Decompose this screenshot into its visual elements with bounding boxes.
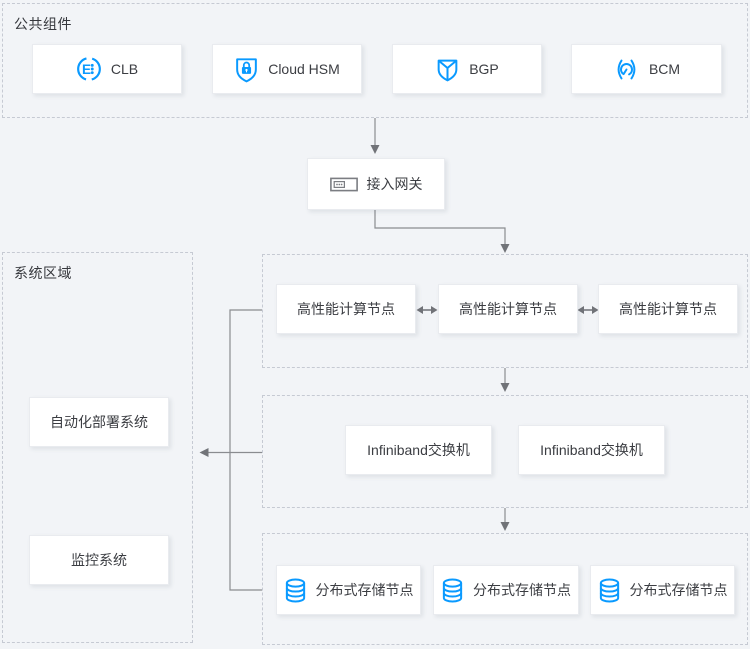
node-bcm-label: BCM [648,61,681,77]
node-gateway-label: 接入网关 [366,176,423,192]
shield-split-icon [435,57,460,82]
node-gateway: 接入网关 [307,158,445,210]
node-bgp: BGP [392,44,542,94]
node-storage-2-label: 分布式存储节点 [473,582,571,598]
gateway-panel-icon [329,177,358,192]
arrowheads [199,145,599,531]
node-compute-3: 高性能计算节点 [598,284,738,334]
node-compute-3-label: 高性能计算节点 [619,301,717,317]
node-deploy-system-label: 自动化部署系统 [50,414,148,430]
node-clb: E CLB [32,44,182,94]
group-system-area: 系统区域 [2,252,193,643]
node-compute-2-label: 高性能计算节点 [459,301,557,317]
node-storage-3-label: 分布式存储节点 [629,582,728,598]
arrow-gateway-to-compute [375,210,505,245]
node-storage-1: 分布式存储节点 [276,565,421,615]
trunk-clusters-to-system [230,310,262,590]
node-infiniband-1-label: Infiniband交换机 [367,442,470,458]
node-bgp-label: BGP [469,61,499,77]
shield-lock-icon [234,56,259,83]
node-storage-3: 分布式存储节点 [590,565,735,615]
group-switch-cluster [262,395,748,508]
node-bcm: BCM [571,44,722,94]
node-clb-label: CLB [110,61,139,77]
database-icon [284,577,307,604]
svg-text:E: E [82,62,91,77]
node-compute-1: 高性能计算节点 [276,284,416,334]
group-system-area-label: 系统区域 [14,265,72,281]
node-infiniband-2-label: Infiniband交换机 [540,442,643,458]
group-storage-cluster [262,533,748,645]
node-monitor-system: 监控系统 [29,535,169,585]
database-icon [598,577,621,604]
group-public-components-label: 公共组件 [14,16,72,32]
node-infiniband-2: Infiniband交换机 [518,425,665,475]
group-compute-cluster [262,254,748,368]
node-storage-2: 分布式存储节点 [433,565,579,615]
group-public-components: 公共组件 [2,3,748,118]
gauge-icon [613,57,640,82]
node-compute-2: 高性能计算节点 [438,284,578,334]
database-icon [441,577,464,604]
node-cloud-hsm: Cloud HSM [212,44,362,94]
node-compute-1-label: 高性能计算节点 [297,301,395,317]
node-deploy-system: 自动化部署系统 [29,397,169,447]
node-infiniband-1: Infiniband交换机 [345,425,492,475]
node-monitor-system-label: 监控系统 [71,552,127,568]
node-storage-1-label: 分布式存储节点 [315,582,414,598]
node-cloud-hsm-label: Cloud HSM [268,61,340,77]
clb-icon: E [76,56,102,82]
